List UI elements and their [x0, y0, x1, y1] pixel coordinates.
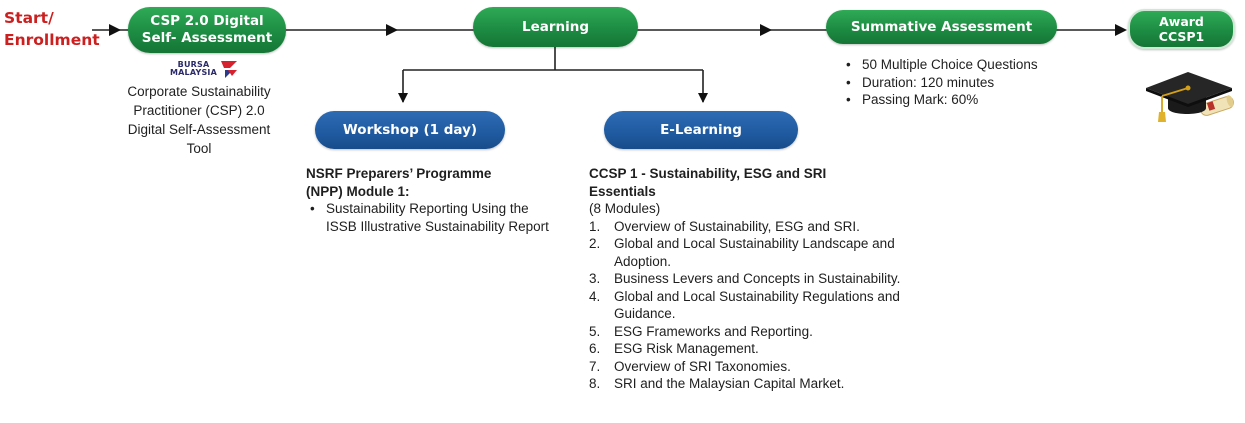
summative-detail-item: 50 Multiple Choice Questions — [842, 56, 1082, 74]
self-assessment-step: CSP 2.0 Digital Self- Assessment — [128, 7, 286, 53]
module-text: SRI and the Malaysian Capital Market. — [614, 376, 845, 391]
start-line-1: Start/ — [4, 9, 54, 27]
summative-detail-item: Passing Mark: 60% — [842, 91, 1082, 109]
module-item: 4. Global and Local Sustainability Regula… — [589, 288, 919, 323]
csp-desc-line-4: Tool — [186, 141, 212, 156]
learning-label: Learning — [521, 18, 590, 35]
module-text: Overview of SRI Taxonomies. — [614, 358, 791, 374]
module-item: 5. ESG Frameworks and Reporting. — [589, 323, 919, 341]
module-item: 1. Overview of Sustainability, ESG and SR… — [589, 218, 919, 236]
module-text: Global and Local Sustainability Landscap… — [614, 236, 895, 269]
award-line-1: Award — [1159, 14, 1204, 29]
bursa-mark-icon — [221, 61, 237, 78]
bursa-logo-line-1: BURSA — [177, 60, 210, 69]
elearning-title: CCSP 1 - Sustainability, ESG and SRI Ess… — [589, 166, 827, 199]
csp-desc-line-3: Digital Self-Assessment — [127, 122, 271, 137]
module-item: 3. Business Levers and Concepts in Sustai… — [589, 270, 919, 288]
workshop-title-line-2: (NPP) Module 1: — [306, 183, 410, 199]
workshop-label: Workshop (1 day) — [342, 121, 478, 138]
arrow-to-summative — [760, 24, 772, 36]
award-line-2: CCSP1 — [1158, 29, 1205, 44]
module-number: 4. — [589, 288, 601, 304]
start-enrollment-label: Start/ Enrollment — [4, 7, 100, 51]
summative-detail-item: Duration: 120 minutes — [842, 74, 1082, 92]
module-text: Global and Local Sustainability Regulati… — [614, 288, 900, 322]
csp-desc-line-2: Practitioner (CSP) 2.0 — [133, 103, 265, 118]
self-assessment-line-1: CSP 2.0 Digital — [150, 13, 264, 30]
module-number: 1. — [589, 218, 601, 234]
learning-step: Learning — [473, 7, 638, 47]
summative-assessment-step: Summative Assessment — [826, 10, 1057, 44]
arrow-to-award — [1115, 24, 1127, 36]
module-item: 2. Global and Local Sustainability Landsc… — [589, 235, 919, 270]
module-text: Business Levers and Concepts in Sustaina… — [614, 271, 901, 286]
module-item: 8. SRI and the Malaysian Capital Market. — [589, 375, 919, 393]
summative-details: 50 Multiple Choice Questions Duration: 1… — [842, 56, 1082, 109]
csp-tool-description: Corporate Sustainability Practitioner (C… — [104, 82, 294, 158]
award-step: Award CCSP1 — [1128, 9, 1235, 49]
mortarboard-diploma-icon — [1146, 72, 1234, 122]
module-number: 7. — [589, 358, 601, 374]
workshop-title-line-1: NSRF Preparers’ Programme — [306, 166, 492, 181]
bursa-logo-text: BURSA MALAYSIA — [170, 61, 217, 77]
elearning-module-list: 1. Overview of Sustainability, ESG and SR… — [589, 218, 919, 393]
start-line-2: Enrollment — [4, 31, 100, 49]
module-item: 6. ESG Risk Management. — [589, 340, 919, 358]
module-text: ESG Frameworks and Reporting. — [614, 323, 813, 339]
elearning-label: E-Learning — [660, 121, 742, 138]
summative-label: Summative Assessment — [850, 18, 1033, 35]
module-text: Overview of Sustainability, ESG and SRI. — [614, 218, 860, 234]
workshop-bullet-item: Sustainability Reporting Using the ISSB … — [306, 200, 551, 235]
elearning-step: E-Learning — [604, 111, 798, 149]
module-text: ESG Risk Management. — [614, 341, 759, 356]
workshop-step: Workshop (1 day) — [315, 111, 505, 149]
module-number: 2. — [589, 236, 601, 251]
module-item: 7. Overview of SRI Taxonomies. — [589, 358, 919, 376]
bursa-logo-line-2: MALAYSIA — [170, 68, 217, 77]
self-assessment-line-2: Self- Assessment — [141, 30, 273, 46]
module-number: 3. — [589, 271, 601, 286]
module-number: 6. — [589, 341, 601, 356]
arrow-to-self-assessment — [109, 24, 121, 36]
bursa-malaysia-logo: BURSA MALAYSIA — [170, 58, 239, 80]
elearning-details: CCSP 1 - Sustainability, ESG and SRI Ess… — [589, 165, 919, 393]
csp-desc-line-1: Corporate Sustainability — [127, 84, 271, 99]
module-number: 8. — [589, 376, 601, 391]
module-number: 5. — [589, 323, 601, 339]
workshop-details: NSRF Preparers’ Programme (NPP) Module 1… — [306, 165, 551, 235]
elearning-subtitle: (8 Modules) — [589, 201, 661, 216]
arrow-to-learning — [386, 24, 398, 36]
